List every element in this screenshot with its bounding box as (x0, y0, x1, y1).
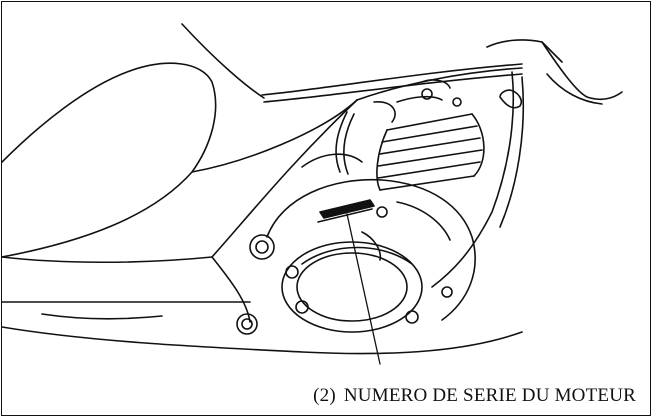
engine-hoses (301, 101, 396, 175)
callout-label: (2) NUMERO DE SERIE DU MOTEUR (313, 385, 636, 407)
side-cover-outline (2, 67, 523, 355)
frame-tubes (261, 39, 623, 288)
callout-number: (2) (313, 385, 336, 406)
crankcase-cover (236, 178, 476, 335)
cylinder-cooling-fins (376, 79, 485, 191)
callout-leader-line (346, 213, 381, 365)
callout-text: NUMERO DE SERIE DU MOTEUR (343, 385, 636, 406)
engine-serial-number-pad (317, 199, 375, 223)
seat-tank-outline (2, 23, 358, 258)
